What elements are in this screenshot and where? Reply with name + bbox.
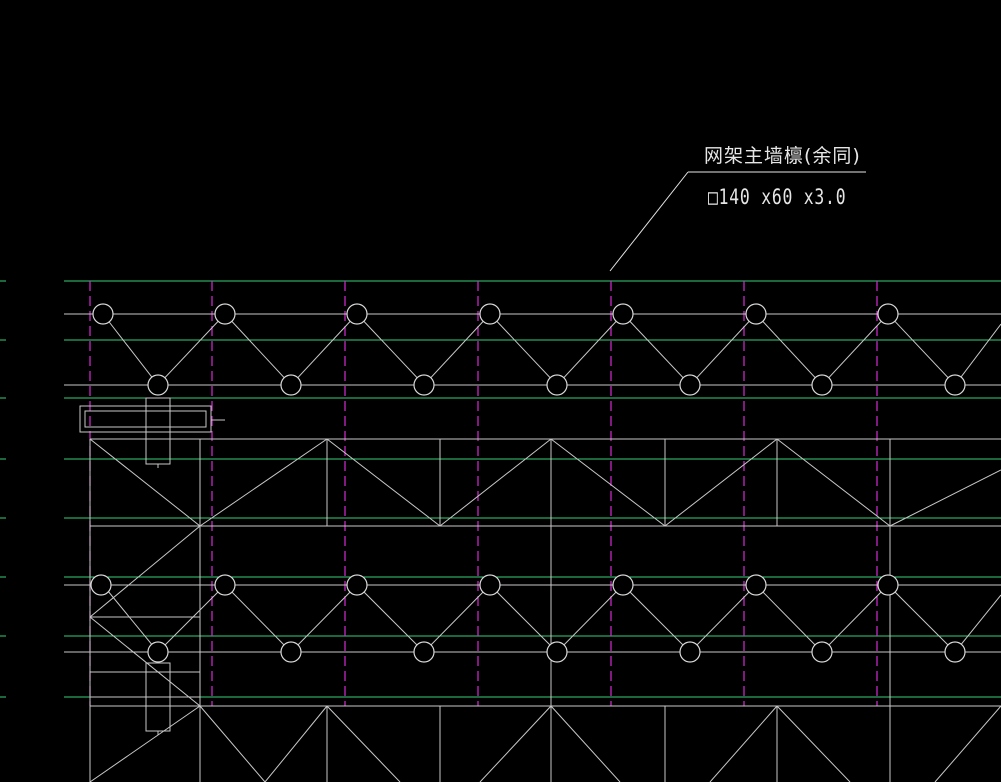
leader-diagonal bbox=[609, 171, 689, 272]
node-circle bbox=[346, 303, 368, 325]
web-member bbox=[224, 584, 292, 653]
node-circle bbox=[612, 303, 634, 325]
node-circle bbox=[479, 303, 501, 325]
web-member bbox=[689, 584, 757, 653]
node-circle bbox=[214, 303, 236, 325]
node-circle bbox=[546, 641, 568, 663]
web-member bbox=[290, 584, 358, 653]
node-circle bbox=[811, 374, 833, 396]
lower-diagonal bbox=[550, 705, 621, 782]
grid-axis-lines bbox=[89, 281, 878, 706]
lower-diagonal bbox=[934, 705, 1001, 782]
node-circle bbox=[92, 303, 114, 325]
node-circle bbox=[811, 641, 833, 663]
space-frame-nodes bbox=[90, 303, 966, 663]
web-member bbox=[157, 313, 226, 386]
bracket-post bbox=[145, 397, 171, 465]
web-member bbox=[622, 313, 691, 386]
web-member bbox=[689, 313, 757, 386]
web-member bbox=[157, 584, 226, 653]
node-circle bbox=[479, 574, 501, 596]
web-member bbox=[954, 323, 1001, 386]
node-circle bbox=[745, 303, 767, 325]
node-circle bbox=[147, 374, 169, 396]
node-circle bbox=[679, 374, 701, 396]
truss-diagonal bbox=[664, 438, 778, 527]
purlin-lines bbox=[0, 280, 1001, 698]
node-circle bbox=[280, 374, 302, 396]
node-circle bbox=[944, 374, 966, 396]
web-member bbox=[755, 584, 823, 653]
lower-diagonal bbox=[326, 705, 401, 782]
web-member bbox=[622, 584, 691, 653]
node-circle bbox=[214, 574, 236, 596]
web-member bbox=[290, 313, 358, 386]
node-circle bbox=[413, 374, 435, 396]
lower-diagonal bbox=[709, 705, 778, 782]
lower-diagonal bbox=[479, 705, 552, 782]
node-circle bbox=[877, 574, 899, 596]
node-circle bbox=[679, 641, 701, 663]
truss-diagonal bbox=[889, 469, 1001, 527]
lower-diagonal bbox=[89, 705, 201, 782]
node-circle bbox=[90, 574, 112, 596]
brace bbox=[89, 525, 201, 618]
truss-diagonal bbox=[89, 438, 201, 527]
web-member bbox=[356, 313, 425, 386]
node-circle bbox=[944, 641, 966, 663]
truss-diagonal bbox=[326, 438, 441, 527]
node-circle bbox=[280, 641, 302, 663]
web-member bbox=[755, 313, 823, 386]
annotation-title: 网架主墙檩(余同) bbox=[704, 145, 861, 167]
truss-diagonal bbox=[776, 438, 891, 527]
brace bbox=[89, 616, 201, 707]
web-member bbox=[102, 584, 159, 653]
truss-members bbox=[64, 313, 1001, 782]
node-circle bbox=[147, 641, 169, 663]
web-member bbox=[423, 313, 491, 386]
base-plate bbox=[89, 671, 201, 698]
node-circle bbox=[346, 574, 368, 596]
web-member bbox=[556, 584, 624, 653]
web-member bbox=[887, 584, 956, 653]
truss-diagonal bbox=[199, 438, 328, 527]
web-member bbox=[356, 584, 425, 653]
node-circle bbox=[413, 641, 435, 663]
web-member bbox=[954, 594, 1001, 653]
web-member bbox=[556, 313, 624, 386]
node-circle bbox=[745, 574, 767, 596]
truss-diagonal bbox=[550, 438, 666, 527]
lower-diagonal bbox=[264, 705, 328, 782]
lower-diagonal bbox=[776, 705, 851, 782]
web-member bbox=[821, 584, 889, 653]
node-circle bbox=[546, 374, 568, 396]
annotation-spec: □140 x60 x3.0 bbox=[708, 185, 847, 209]
web-member bbox=[102, 313, 159, 386]
web-member bbox=[821, 313, 889, 386]
node-circle bbox=[612, 574, 634, 596]
lower-diagonal bbox=[199, 705, 266, 782]
web-member bbox=[887, 313, 956, 386]
truss-diagonal bbox=[439, 438, 552, 527]
node-circle bbox=[877, 303, 899, 325]
web-member bbox=[489, 313, 558, 386]
web-member bbox=[224, 313, 292, 386]
web-member bbox=[489, 584, 558, 653]
annotation-leader bbox=[609, 171, 866, 272]
web-member bbox=[423, 584, 491, 653]
